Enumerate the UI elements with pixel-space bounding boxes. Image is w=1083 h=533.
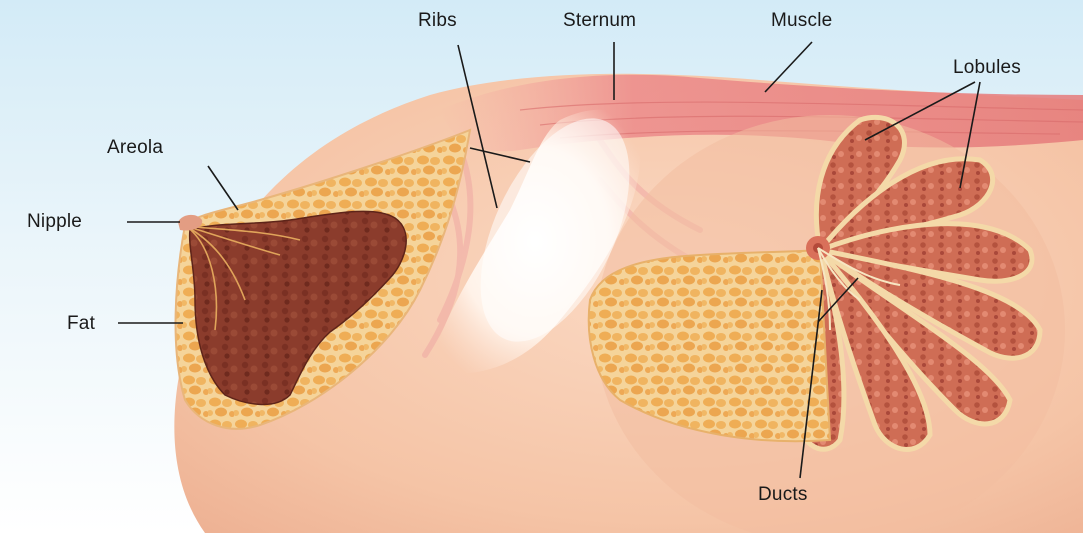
sternum-label: Sternum (563, 11, 636, 30)
muscle-label: Muscle (771, 11, 832, 30)
ducts-label: Ducts (758, 485, 808, 504)
nipple-label: Nipple (27, 212, 82, 231)
areola-label: Areola (107, 138, 163, 157)
fat-label: Fat (67, 314, 95, 333)
ribs-label: Ribs (418, 11, 457, 30)
lobules-label: Lobules (953, 58, 1021, 77)
